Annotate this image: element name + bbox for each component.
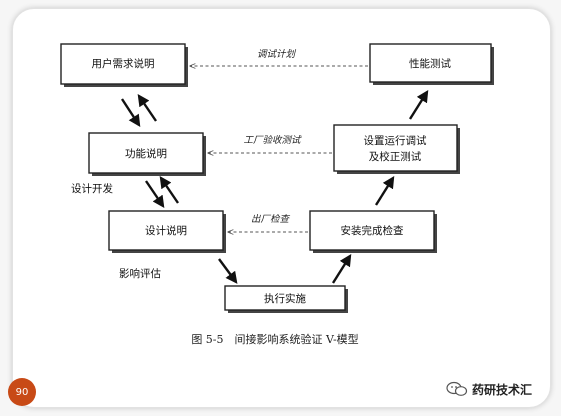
box-install-check-label: 安装完成检查	[341, 224, 404, 237]
arrow-up-1	[137, 94, 157, 122]
figure-caption: 图 5-5 间接影响系统验证 V-模型	[191, 332, 358, 346]
brand-name: 药研技术汇	[472, 382, 533, 397]
arrow-down-2	[145, 180, 165, 208]
box-execute-label: 执行实施	[264, 292, 306, 305]
arrow-to-execute	[218, 258, 238, 284]
box-functional-spec-label: 功能说明	[125, 147, 167, 160]
dashed-link-fat: 工厂验收测试	[208, 134, 332, 153]
side-label-impact-eval: 影响评估	[119, 267, 161, 280]
box-setup-line1: 设置运行调试	[364, 134, 427, 147]
box-performance-test: 性能测试	[369, 43, 494, 85]
box-performance-test-label: 性能测试	[409, 57, 451, 70]
dashed-link-debug-plan: 调试计划	[190, 49, 368, 66]
box-setup-line2: 及校正测试	[369, 150, 422, 163]
arrow-to-install-check	[331, 253, 352, 284]
box-functional-spec: 功能说明	[88, 132, 206, 176]
box-setup-calibration: 设置运行调试 及校正测试	[333, 124, 460, 174]
arrow-down-1	[120, 98, 141, 128]
box-user-requirements: 用户需求说明	[60, 43, 188, 87]
wechat-icon	[446, 381, 468, 396]
brand-watermark: 药研技术汇	[446, 378, 532, 400]
side-label-design-dev: 设计开发	[71, 182, 113, 195]
box-execute: 执行实施	[224, 285, 348, 313]
dashed-link-exit-check: 出厂检查	[228, 213, 308, 232]
box-install-check: 安装完成检查	[309, 210, 437, 253]
arrow-up-2	[159, 176, 179, 204]
arrow-to-performance	[408, 89, 429, 120]
fat-label: 工厂验收测试	[243, 134, 302, 146]
page-number-badge: 90	[8, 378, 36, 406]
debug-plan-label: 调试计划	[257, 49, 297, 60]
exit-check-label: 出厂检查	[251, 213, 291, 225]
box-user-requirements-label: 用户需求说明	[92, 57, 155, 70]
box-design-spec-label: 设计说明	[145, 224, 187, 237]
box-design-spec: 设计说明	[108, 210, 226, 253]
arrow-to-setup	[374, 175, 395, 206]
